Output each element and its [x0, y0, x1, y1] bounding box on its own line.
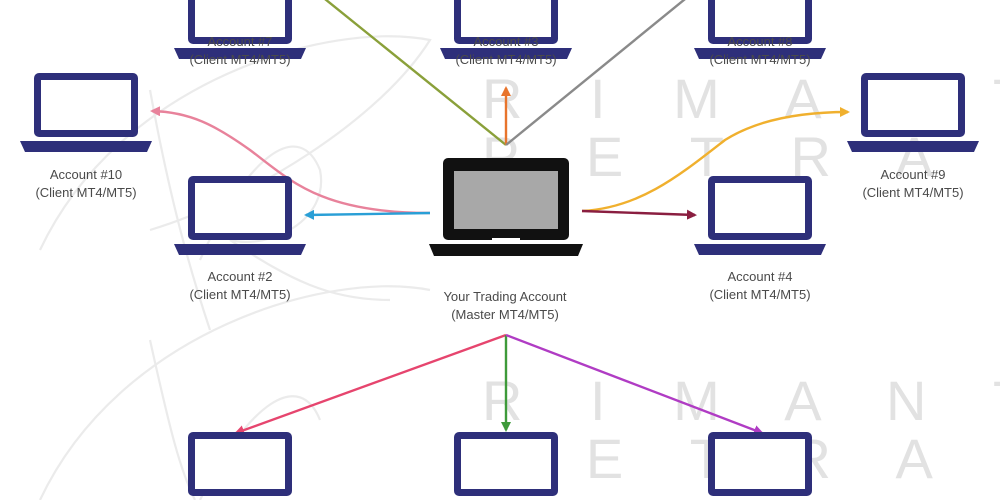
account-bottom-left-laptop-icon: [188, 432, 292, 496]
account-9-laptop-icon: [847, 73, 979, 152]
master-name: Your Trading Account: [443, 289, 567, 304]
account-8-name: Account #8: [727, 34, 793, 49]
watermark-line-3: R I M A N T A S: [482, 369, 1000, 432]
account-bottom-center-laptop-icon: [454, 432, 558, 496]
account-10-laptop-icon: [20, 73, 152, 152]
master-role: (Master MT4/MT5): [451, 307, 559, 322]
account-8-role: (Client MT4/MT5): [709, 52, 811, 67]
account-3-name: Account #3: [473, 34, 539, 49]
connection-account-10: [149, 106, 431, 215]
connection-account-bottom-right: [505, 333, 764, 435]
account-4-role: (Client MT4/MT5): [709, 287, 811, 302]
account-7-laptop-icon: [174, 0, 306, 59]
account-4-name: Account #4: [727, 269, 793, 284]
account-3-laptop-icon: [440, 0, 572, 59]
connection-account-7: [324, 0, 507, 146]
account-9-name: Account #9: [880, 167, 946, 182]
account-2-role: (Client MT4/MT5): [189, 287, 291, 302]
master-laptop-icon: [429, 158, 583, 256]
account-7-label: Account #7 (Client MT4/MT5): [160, 33, 320, 69]
account-8-label: Account #8 (Client MT4/MT5): [680, 33, 840, 69]
account-7-name: Account #7: [207, 34, 273, 49]
account-9-label: Account #9 (Client MT4/MT5): [833, 166, 993, 202]
connection-account-2: [303, 209, 431, 220]
account-10-role: (Client MT4/MT5): [35, 185, 137, 200]
account-2-laptop-icon: [174, 176, 306, 255]
account-7-role: (Client MT4/MT5): [189, 52, 291, 67]
account-8-laptop-icon: [694, 0, 826, 59]
account-3-label: Account #3 (Client MT4/MT5): [426, 33, 586, 69]
account-9-role: (Client MT4/MT5): [862, 185, 964, 200]
connection-account-4: [581, 209, 698, 220]
account-2-name: Account #2: [207, 269, 273, 284]
connection-account-9: [581, 106, 851, 213]
account-bottom-right-laptop-icon: [708, 432, 812, 496]
account-4-label: Account #4 (Client MT4/MT5): [680, 268, 840, 304]
account-4-laptop-icon: [694, 176, 826, 255]
account-2-label: Account #2 (Client MT4/MT5): [160, 268, 320, 304]
account-10-label: Account #10 (Client MT4/MT5): [6, 166, 166, 202]
account-10-name: Account #10: [49, 167, 123, 182]
master-label: Your Trading Account (Master MT4/MT5): [405, 288, 605, 324]
connection-account-bottom-left: [234, 333, 507, 435]
account-3-role: (Client MT4/MT5): [455, 52, 557, 67]
connection-account-8: [505, 0, 686, 146]
